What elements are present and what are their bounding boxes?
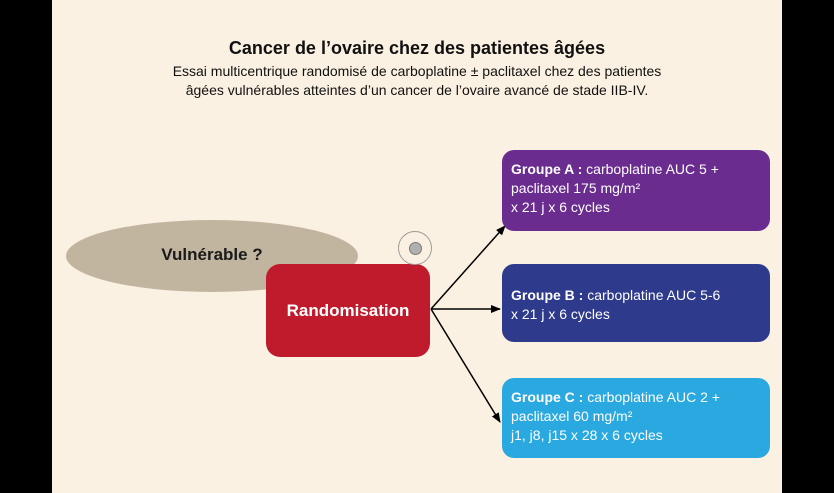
group-b-box: Groupe B : carboplatine AUC 5-6 x 21 j x… bbox=[502, 264, 770, 342]
subtitle-line-2: âgées vulnérables atteintes d’un cancer … bbox=[185, 82, 649, 98]
group-c-box: Groupe C : carboplatine AUC 2 + paclitax… bbox=[502, 378, 770, 458]
group-a-label: Groupe A : bbox=[511, 161, 583, 177]
group-c-line-3: j1, j8, j15 x 28 x 6 cycles bbox=[511, 427, 663, 443]
group-b-text-1: carboplatine AUC 5-6 bbox=[583, 287, 721, 303]
vulnerable-label: Vulnérable ? bbox=[161, 245, 263, 264]
group-c-label: Groupe C : bbox=[511, 389, 584, 405]
randomisation-box: Randomisation bbox=[266, 264, 430, 357]
subtitle-line-1: Essai multicentrique randomisé de carbop… bbox=[172, 63, 662, 79]
group-a-line-3: x 21 j x 6 cycles bbox=[511, 199, 610, 215]
group-c-text-1: carboplatine AUC 2 + bbox=[583, 389, 720, 405]
target-icon-center bbox=[409, 242, 422, 255]
randomisation-label: Randomisation bbox=[286, 300, 410, 320]
arrow-to-group-c bbox=[430, 308, 501, 423]
group-a-box: Groupe A : carboplatine AUC 5 + paclitax… bbox=[502, 150, 770, 231]
group-c-line-1: Groupe C : carboplatine AUC 2 + bbox=[511, 388, 762, 407]
group-a-text-1: carboplatine AUC 5 + bbox=[582, 161, 719, 177]
arrow-to-group-a bbox=[430, 225, 506, 310]
group-b-line-1: Groupe B : carboplatine AUC 5-6 bbox=[511, 286, 762, 305]
group-c-line-2: paclitaxel 60 mg/m² bbox=[511, 408, 633, 424]
diagram-title: Cancer de l’ovaire chez des patientes âg… bbox=[228, 38, 606, 58]
group-b-line-2: x 21 j x 6 cycles bbox=[511, 306, 610, 322]
group-b-label: Groupe B : bbox=[511, 287, 584, 303]
group-a-line-2: paclitaxel 175 mg/m² bbox=[511, 180, 641, 196]
group-a-line-1: Groupe A : carboplatine AUC 5 + bbox=[511, 160, 762, 179]
diagram-subtitle: Essai multicentrique randomisé de carbop… bbox=[0, 62, 834, 100]
